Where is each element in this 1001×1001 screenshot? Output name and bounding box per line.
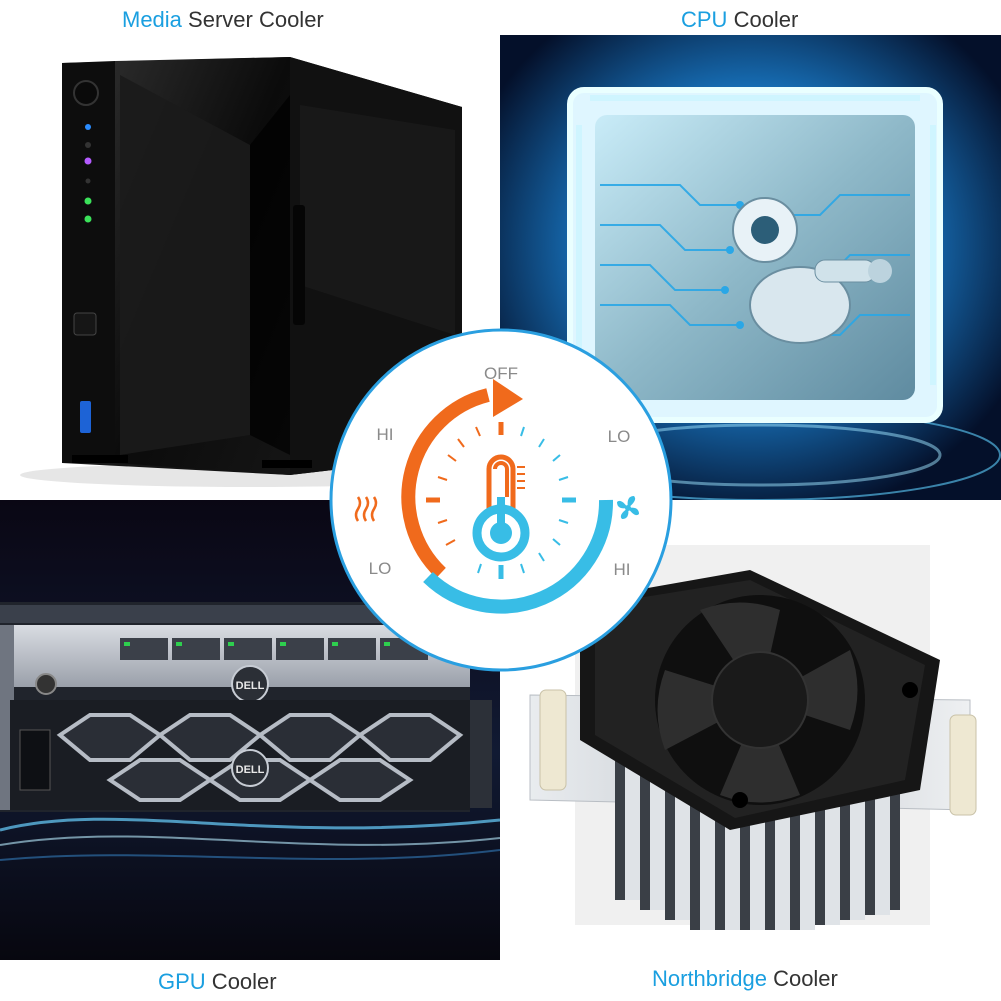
media-server-image bbox=[0, 35, 500, 500]
caption-highlight: CPU bbox=[681, 7, 728, 32]
caption-rest: Server Cooler bbox=[181, 7, 324, 32]
caption-rest: Cooler bbox=[727, 7, 799, 32]
caption-media-server-cooler: Media Server Cooler bbox=[122, 7, 324, 33]
dial-label-cool-lo: LO bbox=[608, 427, 631, 446]
fan-icon bbox=[617, 496, 639, 519]
caption-rest: Cooler bbox=[766, 966, 838, 991]
dial-label-cool-hi: HI bbox=[614, 560, 631, 579]
caption-cpu-cooler: CPU Cooler bbox=[681, 7, 798, 33]
caption-northbridge-cooler: Northbridge Cooler bbox=[652, 966, 838, 992]
caption-highlight: GPU bbox=[158, 969, 206, 994]
caption-gpu-cooler: GPU Cooler bbox=[158, 969, 277, 995]
dial-label-heat-lo: LO bbox=[369, 559, 392, 578]
thermometer-icon bbox=[472, 454, 530, 562]
dial-label-heat-hi: HI bbox=[377, 425, 394, 444]
heat-waves-icon bbox=[354, 496, 378, 522]
northbridge-heatsink-image bbox=[500, 500, 1001, 960]
dial-label-off: OFF bbox=[484, 364, 518, 383]
dell-logo-front: DELL bbox=[236, 764, 265, 776]
caption-highlight: Northbridge bbox=[652, 966, 767, 991]
caption-highlight: Media bbox=[122, 7, 182, 32]
temperature-control-dial: OFF HI LO LO HI bbox=[328, 327, 674, 673]
cpu-chip-image bbox=[500, 35, 1001, 500]
caption-rest: Cooler bbox=[205, 969, 277, 994]
dell-logo-top: DELL bbox=[236, 680, 265, 692]
